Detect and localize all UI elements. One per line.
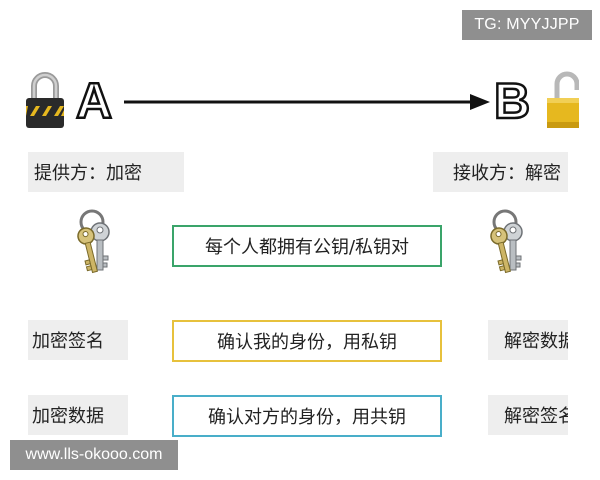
- keypair-statement: 每个人都拥有公钥/私钥对: [172, 225, 442, 267]
- keys-icon: [490, 209, 523, 274]
- arrow-right-icon: [124, 94, 490, 110]
- lock-closed-icon: [26, 72, 64, 128]
- party-b-letter: B: [493, 73, 532, 129]
- lock-open-icon: [547, 71, 579, 128]
- watermark-bottom-left: www.lls-okooo.com: [10, 440, 178, 470]
- role-provider-label: 提供方：加密: [28, 152, 184, 192]
- right-sign-label: 解密签名: [488, 395, 568, 435]
- watermark-top-right: TG: MYYJJPP: [462, 10, 592, 40]
- keys-icon: [77, 209, 110, 274]
- sign-statement: 确认我的身份，用私钥: [172, 320, 442, 362]
- role-receiver-label: 接收方：解密: [433, 152, 568, 192]
- left-data-label: 加密数据: [28, 395, 128, 435]
- left-sign-label: 加密签名: [28, 320, 128, 360]
- party-a-letter: A: [75, 73, 114, 129]
- encrypt-statement: 确认对方的身份，用共钥: [172, 395, 442, 437]
- right-data-label: 解密数据: [488, 320, 568, 360]
